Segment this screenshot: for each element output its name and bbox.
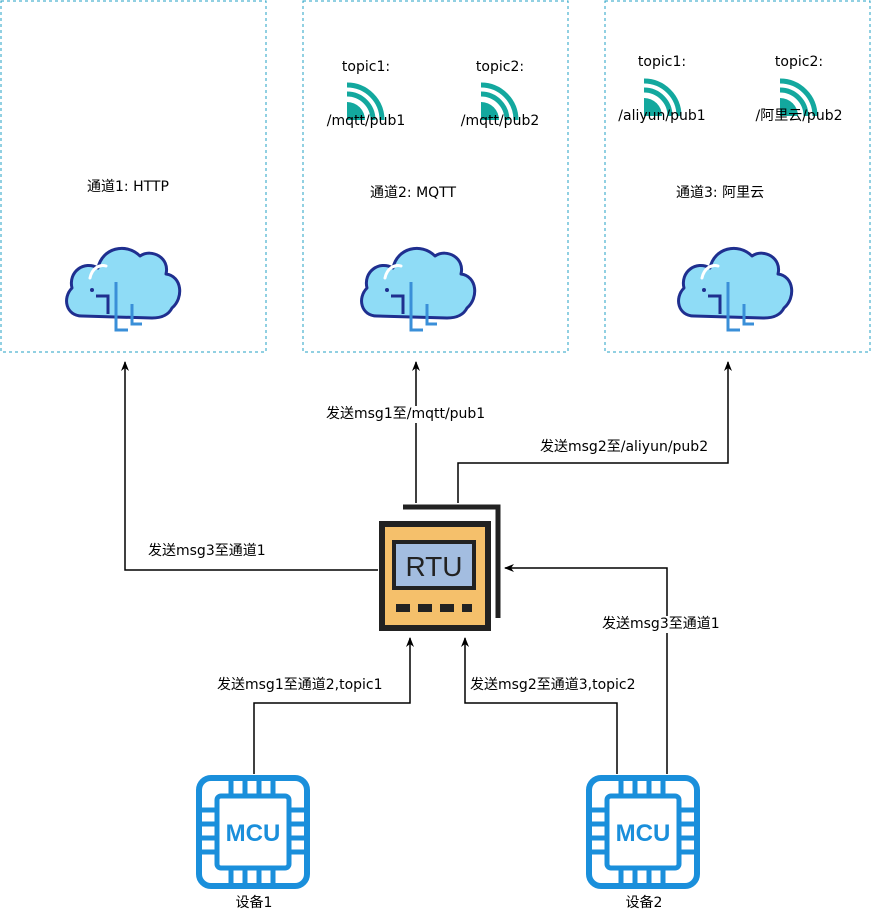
mqtt-topic2-name: topic2: [475,59,525,75]
mqtt-topic2-path: /mqtt/pub2 [460,113,540,129]
rtu-device: RTU [379,504,501,631]
edge-device1-to-rtu [253,637,414,774]
aliyun-topic2-path: /阿里云/pub2 [755,108,843,124]
edge-label-rtu-to-channel1: 发送msg3至通道1 [147,543,267,560]
edge-label-device2b-to-rtu: 发送msg3至通道1 [601,616,721,633]
device1-chip-label: MCU [226,820,281,847]
edge-rtu-to-channel1 [121,361,378,571]
channel-3-container [604,0,871,353]
aliyun-topic1-name: topic1: [637,54,687,70]
channel-3-label: 通道3: 阿里云 [676,185,765,201]
aliyun-cloud-icon [677,246,794,332]
channel-2-label: 通道2: MQTT [370,185,457,201]
channel-2-container [302,0,569,353]
edge-device2b-to-rtu [504,564,668,774]
mqtt-cloud-icon [360,246,477,332]
aliyun-topic1-path: /aliyun/pub1 [618,108,706,124]
device2-chip-label: MCU [616,820,671,847]
channel-1-label: 通道1: HTTP [87,179,169,195]
aliyun-topic2-label: topic2: /阿里云/pub2 [744,17,854,143]
rtu-label: RTU [405,551,462,582]
http-cloud-icon [65,246,182,332]
edge-label-rtu-to-channel3: 发送msg2至/aliyun/pub2 [539,439,710,456]
device2-label: 设备2 [625,895,663,911]
mqtt-topic1-name: topic1: [341,59,391,75]
device2-mcu-chip: MCU [589,778,697,886]
edge-label-device2a-to-rtu: 发送msg2至通道3,topic2 [469,677,637,694]
edge-label-device1-to-rtu: 发送msg1至通道2,topic1 [216,677,384,694]
aliyun-topic1-label: topic1: /aliyun/pub1 [609,17,715,143]
device1-label: 设备1 [235,895,273,911]
aliyun-topic2-name: topic2: [774,54,824,70]
edge-device2a-to-rtu [461,637,618,774]
mqtt-topic2-label: topic2: /mqtt/pub2 [452,22,548,148]
mqtt-topic1-label: topic1: /mqtt/pub1 [318,22,414,148]
mqtt-topic1-path: /mqtt/pub1 [326,113,406,129]
edge-rtu-to-channel3 [457,361,732,503]
edge-label-rtu-to-channel2: 发送msg1至/mqtt/pub1 [325,406,487,423]
channel-1-container [0,0,267,353]
device1-mcu-chip: MCU [199,778,307,886]
